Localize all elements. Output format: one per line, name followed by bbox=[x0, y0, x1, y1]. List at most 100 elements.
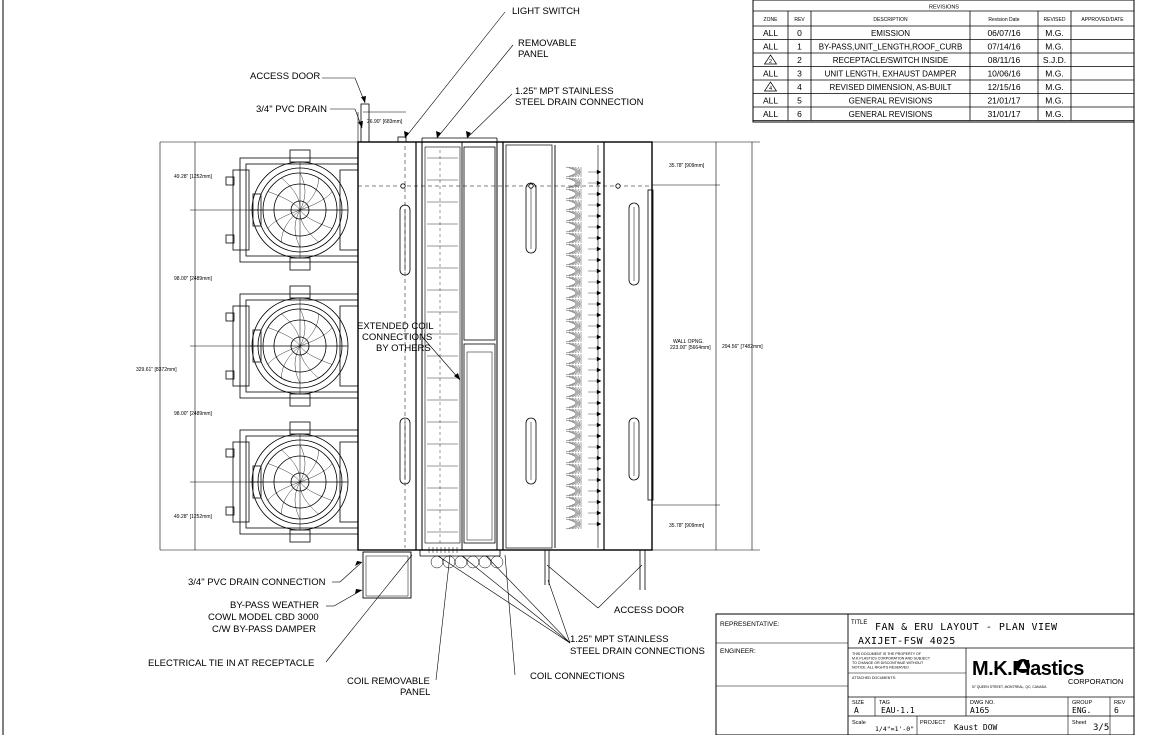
title-label: TITLE bbox=[851, 620, 867, 626]
louver-row bbox=[565, 309, 602, 321]
revision-cell-date: 06/07/16 bbox=[987, 28, 1020, 38]
louver-row bbox=[565, 276, 602, 288]
notice-line-4: NOTICE. ALL RIGHTS RESERVED bbox=[852, 666, 909, 670]
louver-row bbox=[565, 474, 602, 486]
louver-row bbox=[565, 452, 602, 464]
louver-row bbox=[565, 210, 602, 222]
revision-cell-date: 07/14/16 bbox=[987, 42, 1020, 52]
louver-row bbox=[565, 518, 602, 530]
door-handle bbox=[525, 182, 537, 254]
dim-drain-offset: 26.90" [683mm] bbox=[367, 119, 403, 125]
revision-cell-description: EMISSION bbox=[871, 29, 910, 38]
fan-unit bbox=[225, 421, 359, 543]
coil-removable-label-2: PANEL bbox=[400, 687, 430, 698]
revision-column-header: Revision Date bbox=[988, 17, 1019, 23]
fan-assemblies bbox=[225, 149, 359, 543]
coil-connection-bubbles bbox=[430, 555, 504, 569]
louver-row bbox=[565, 254, 602, 266]
dim-fan-bottom: 49.28" [1252mm] bbox=[174, 514, 213, 520]
dim-fan-spacing-2: 98.00" [2489mm] bbox=[174, 411, 213, 417]
dwg-label: DWG NO. bbox=[970, 700, 995, 706]
leader-lines bbox=[322, 11, 643, 681]
dim-fan-top: 49.28" [1252mm] bbox=[174, 174, 213, 180]
door-handle bbox=[628, 417, 640, 481]
removable-panel-label: REMOVABLE bbox=[518, 38, 576, 49]
louver-row bbox=[565, 188, 602, 200]
notice-line-3: TO CHANGE OR DISCONTINUE WITHOUT bbox=[852, 661, 924, 665]
electrical-tie-label: ELECTRICAL TIE IN AT RECEPTACLE bbox=[148, 658, 314, 669]
revision-cell-description: GENERAL REVISIONS bbox=[849, 110, 933, 119]
louver-row bbox=[565, 386, 602, 398]
revision-cell-revised: M.G. bbox=[1045, 28, 1063, 38]
louver-row bbox=[565, 320, 602, 332]
dim-wall-opening: WALL OPNG. bbox=[673, 339, 704, 345]
revision-cell-date: 31/01/17 bbox=[987, 109, 1020, 119]
louver-row bbox=[565, 166, 602, 178]
revision-cell-date: 12/15/16 bbox=[987, 82, 1020, 92]
louver-row bbox=[565, 408, 602, 420]
pvc-drain-connection-label: 3/4" PVC DRAIN CONNECTION bbox=[188, 577, 326, 588]
revision-cell-date: 10/06/16 bbox=[987, 69, 1020, 79]
tag-value: EAU-1.1 bbox=[881, 706, 915, 715]
door-handle bbox=[628, 202, 640, 286]
louver-row bbox=[565, 485, 602, 497]
title-block-text: REPRESENTATIVE: ENGINEER: TITLE FAN & ER… bbox=[720, 620, 1126, 733]
louver-row bbox=[565, 331, 602, 343]
revision-column-header: DESCRIPTION bbox=[873, 17, 908, 23]
revision-cell-revised: M.G. bbox=[1045, 42, 1063, 52]
revision-cell-description: RECEPTACLE/SWITCH INSIDE bbox=[833, 56, 948, 65]
dim-fan-spacing-1: 98.00" [2489mm] bbox=[174, 276, 213, 282]
access-door-top-label: ACCESS DOOR bbox=[250, 71, 320, 82]
revision-cell-zone: ALL bbox=[763, 96, 778, 106]
coil-removable-label: COIL REMOVABLE bbox=[347, 676, 430, 687]
louver-row bbox=[565, 364, 602, 376]
dim-wall-opening-2: 223.00" [5664mm] bbox=[670, 345, 711, 351]
revision-cell-rev: 1 bbox=[797, 42, 802, 52]
revision-cell-revised: M.G. bbox=[1045, 82, 1063, 92]
dimension-labels: 26.90" [683mm] 49.28" [1252mm] 98.00" [2… bbox=[136, 119, 763, 529]
mpt-drains-label-2: STEEL DRAIN CONNECTIONS bbox=[570, 646, 705, 657]
louver-row bbox=[565, 265, 602, 277]
rev-value: 6 bbox=[1114, 706, 1119, 715]
notice-line-2: M.K.PLASTICS CORPORATION AND SUBJECT bbox=[852, 657, 931, 661]
title-block bbox=[715, 613, 1135, 735]
revision-cell-revised: S.J.D. bbox=[1043, 55, 1066, 65]
revision-cell-zone: ALL bbox=[763, 69, 778, 79]
revision-cell-revised: M.G. bbox=[1045, 96, 1063, 106]
scale-label: Scale bbox=[852, 720, 866, 726]
louver-row bbox=[565, 496, 602, 508]
dim-right-bottom: 35.78" [909mm] bbox=[669, 523, 705, 529]
louver-row bbox=[565, 441, 602, 453]
revision-cell-zone: 4 bbox=[769, 86, 772, 92]
revision-cell-zone: 2 bbox=[769, 59, 772, 65]
representative-label: REPRESENTATIVE: bbox=[720, 621, 780, 628]
louver-row bbox=[565, 507, 602, 519]
revision-column-header: ZONE bbox=[764, 17, 779, 23]
revision-cell-rev: 3 bbox=[797, 69, 802, 79]
dim-right-top: 35.78" [909mm] bbox=[669, 163, 705, 169]
door-handle bbox=[399, 204, 411, 276]
revision-cell-rev: 0 bbox=[797, 28, 802, 38]
sheet-label: Sheet bbox=[1072, 720, 1087, 726]
revisions-heading: REVISIONS bbox=[929, 5, 959, 11]
louver-row bbox=[565, 375, 602, 387]
attached-documents-label: ATTACHED DOCUMENTS: bbox=[852, 676, 896, 680]
dimension-lines bbox=[159, 111, 760, 551]
leader-arrowheads bbox=[355, 96, 471, 594]
mpt-drain-label: 1.25" MPT STAINLESS bbox=[515, 86, 614, 97]
mpt-drain-label-2: STEEL DRAIN CONNECTION bbox=[515, 97, 644, 108]
rev-label: REV bbox=[1114, 700, 1126, 706]
bypass-cowl-label: BY-PASS WEATHER bbox=[230, 600, 319, 611]
mpt-drains-label: 1.25" MPT STAINLESS bbox=[570, 634, 669, 645]
access-door-bottom-label: ACCESS DOOR bbox=[614, 605, 684, 616]
project-value: Kaust DOW bbox=[954, 723, 998, 732]
louver-row bbox=[565, 232, 602, 244]
louver-row bbox=[565, 221, 602, 233]
revision-cell-description: REVISED DIMENSION, AS-BUILT bbox=[829, 83, 951, 92]
revision-cell-zone: ALL bbox=[763, 109, 778, 119]
revision-cell-description: GENERAL REVISIONS bbox=[849, 97, 933, 106]
dwg-value: A165 bbox=[970, 706, 989, 715]
louver-row bbox=[565, 199, 602, 211]
